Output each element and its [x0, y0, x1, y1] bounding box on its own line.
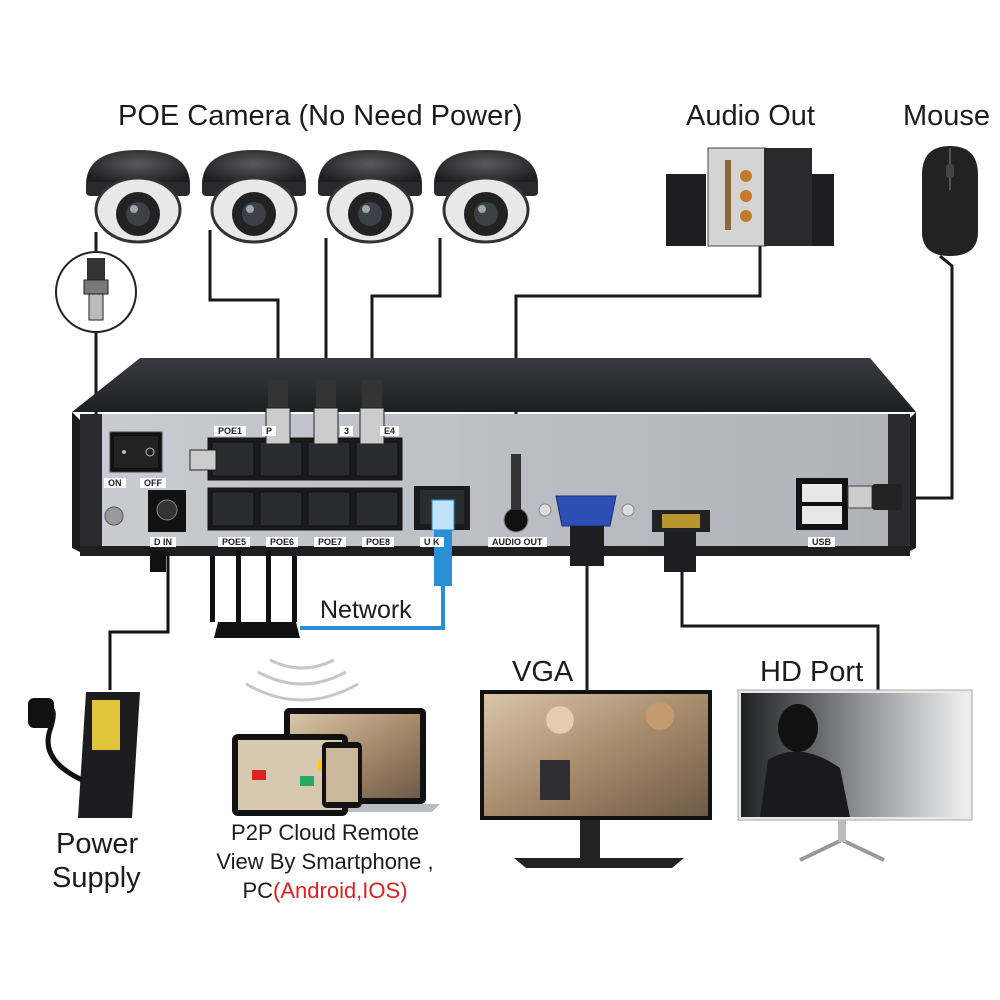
port-label-poe5: POE5	[218, 537, 251, 547]
poe-camera-3	[318, 150, 422, 244]
port-label-poe7: POE7	[314, 537, 347, 547]
usb-label: USB	[808, 537, 836, 547]
audio-out-port-label: AUDIO OUT	[488, 537, 547, 547]
port-label-poe2: P	[262, 426, 277, 436]
vga-monitor	[480, 690, 712, 868]
network-label: Network	[320, 596, 412, 624]
hd-port-label: HD Port	[760, 656, 864, 688]
vga-label: VGA	[512, 656, 574, 688]
p2p-devices	[232, 708, 440, 816]
port-label-poe4: E4	[380, 426, 400, 436]
hdmi-cable	[680, 572, 880, 690]
network-cable	[300, 586, 445, 630]
p2p-line3-highlight: (Android,IOS)	[273, 878, 408, 903]
power-supply-label-line1: Power	[56, 828, 139, 860]
poe-camera-2	[202, 150, 306, 244]
nvr-top	[72, 358, 916, 412]
p2p-line3-prefix: PC	[242, 878, 274, 903]
mouse-cable	[902, 254, 954, 500]
poe-ports	[207, 437, 403, 531]
poe-camera-1	[86, 150, 190, 244]
audio-out-label: Audio Out	[686, 100, 815, 132]
nvr-back-panel	[80, 414, 910, 550]
ground-screw	[104, 506, 124, 526]
rj45-plugs	[189, 380, 385, 471]
speaker-set	[666, 147, 834, 247]
audio-out-jack	[503, 507, 529, 533]
p2p-line2: View By Smartphone ,	[216, 849, 434, 874]
switch-off-label: OFF	[140, 478, 166, 488]
p2p-caption: P2P Cloud Remote View By Smartphone , PC…	[205, 818, 445, 905]
port-label-poe6: POE6	[266, 537, 299, 547]
port-label-poe1: POE1	[214, 426, 247, 436]
wifi-waves-icon	[245, 658, 359, 702]
dc-in-label: D IN	[150, 537, 176, 547]
uplink-label: U K	[420, 537, 444, 547]
hdmi-port	[652, 510, 710, 572]
power-adapter	[28, 550, 170, 818]
power-supply-label-line2: Supply	[52, 862, 141, 894]
poe-camera-4	[434, 150, 538, 244]
mouse-label: Mouse	[903, 100, 991, 132]
power-switch	[109, 431, 163, 473]
vga-port	[538, 495, 635, 566]
hd-monitor	[737, 689, 973, 862]
router	[210, 550, 300, 638]
port-label-poe3: 3	[340, 426, 354, 436]
usb-ports	[796, 478, 902, 530]
port-label-poe8: POE8	[362, 537, 395, 547]
p2p-line3: PC(Android,IOS)	[205, 876, 445, 905]
connector-zoom-inset	[55, 251, 137, 333]
switch-on-label: ON	[104, 478, 126, 488]
poe-camera-label: POE Camera (No Need Power)	[118, 100, 523, 132]
p2p-line1: P2P Cloud Remote	[231, 820, 419, 845]
mouse-device	[922, 146, 978, 256]
